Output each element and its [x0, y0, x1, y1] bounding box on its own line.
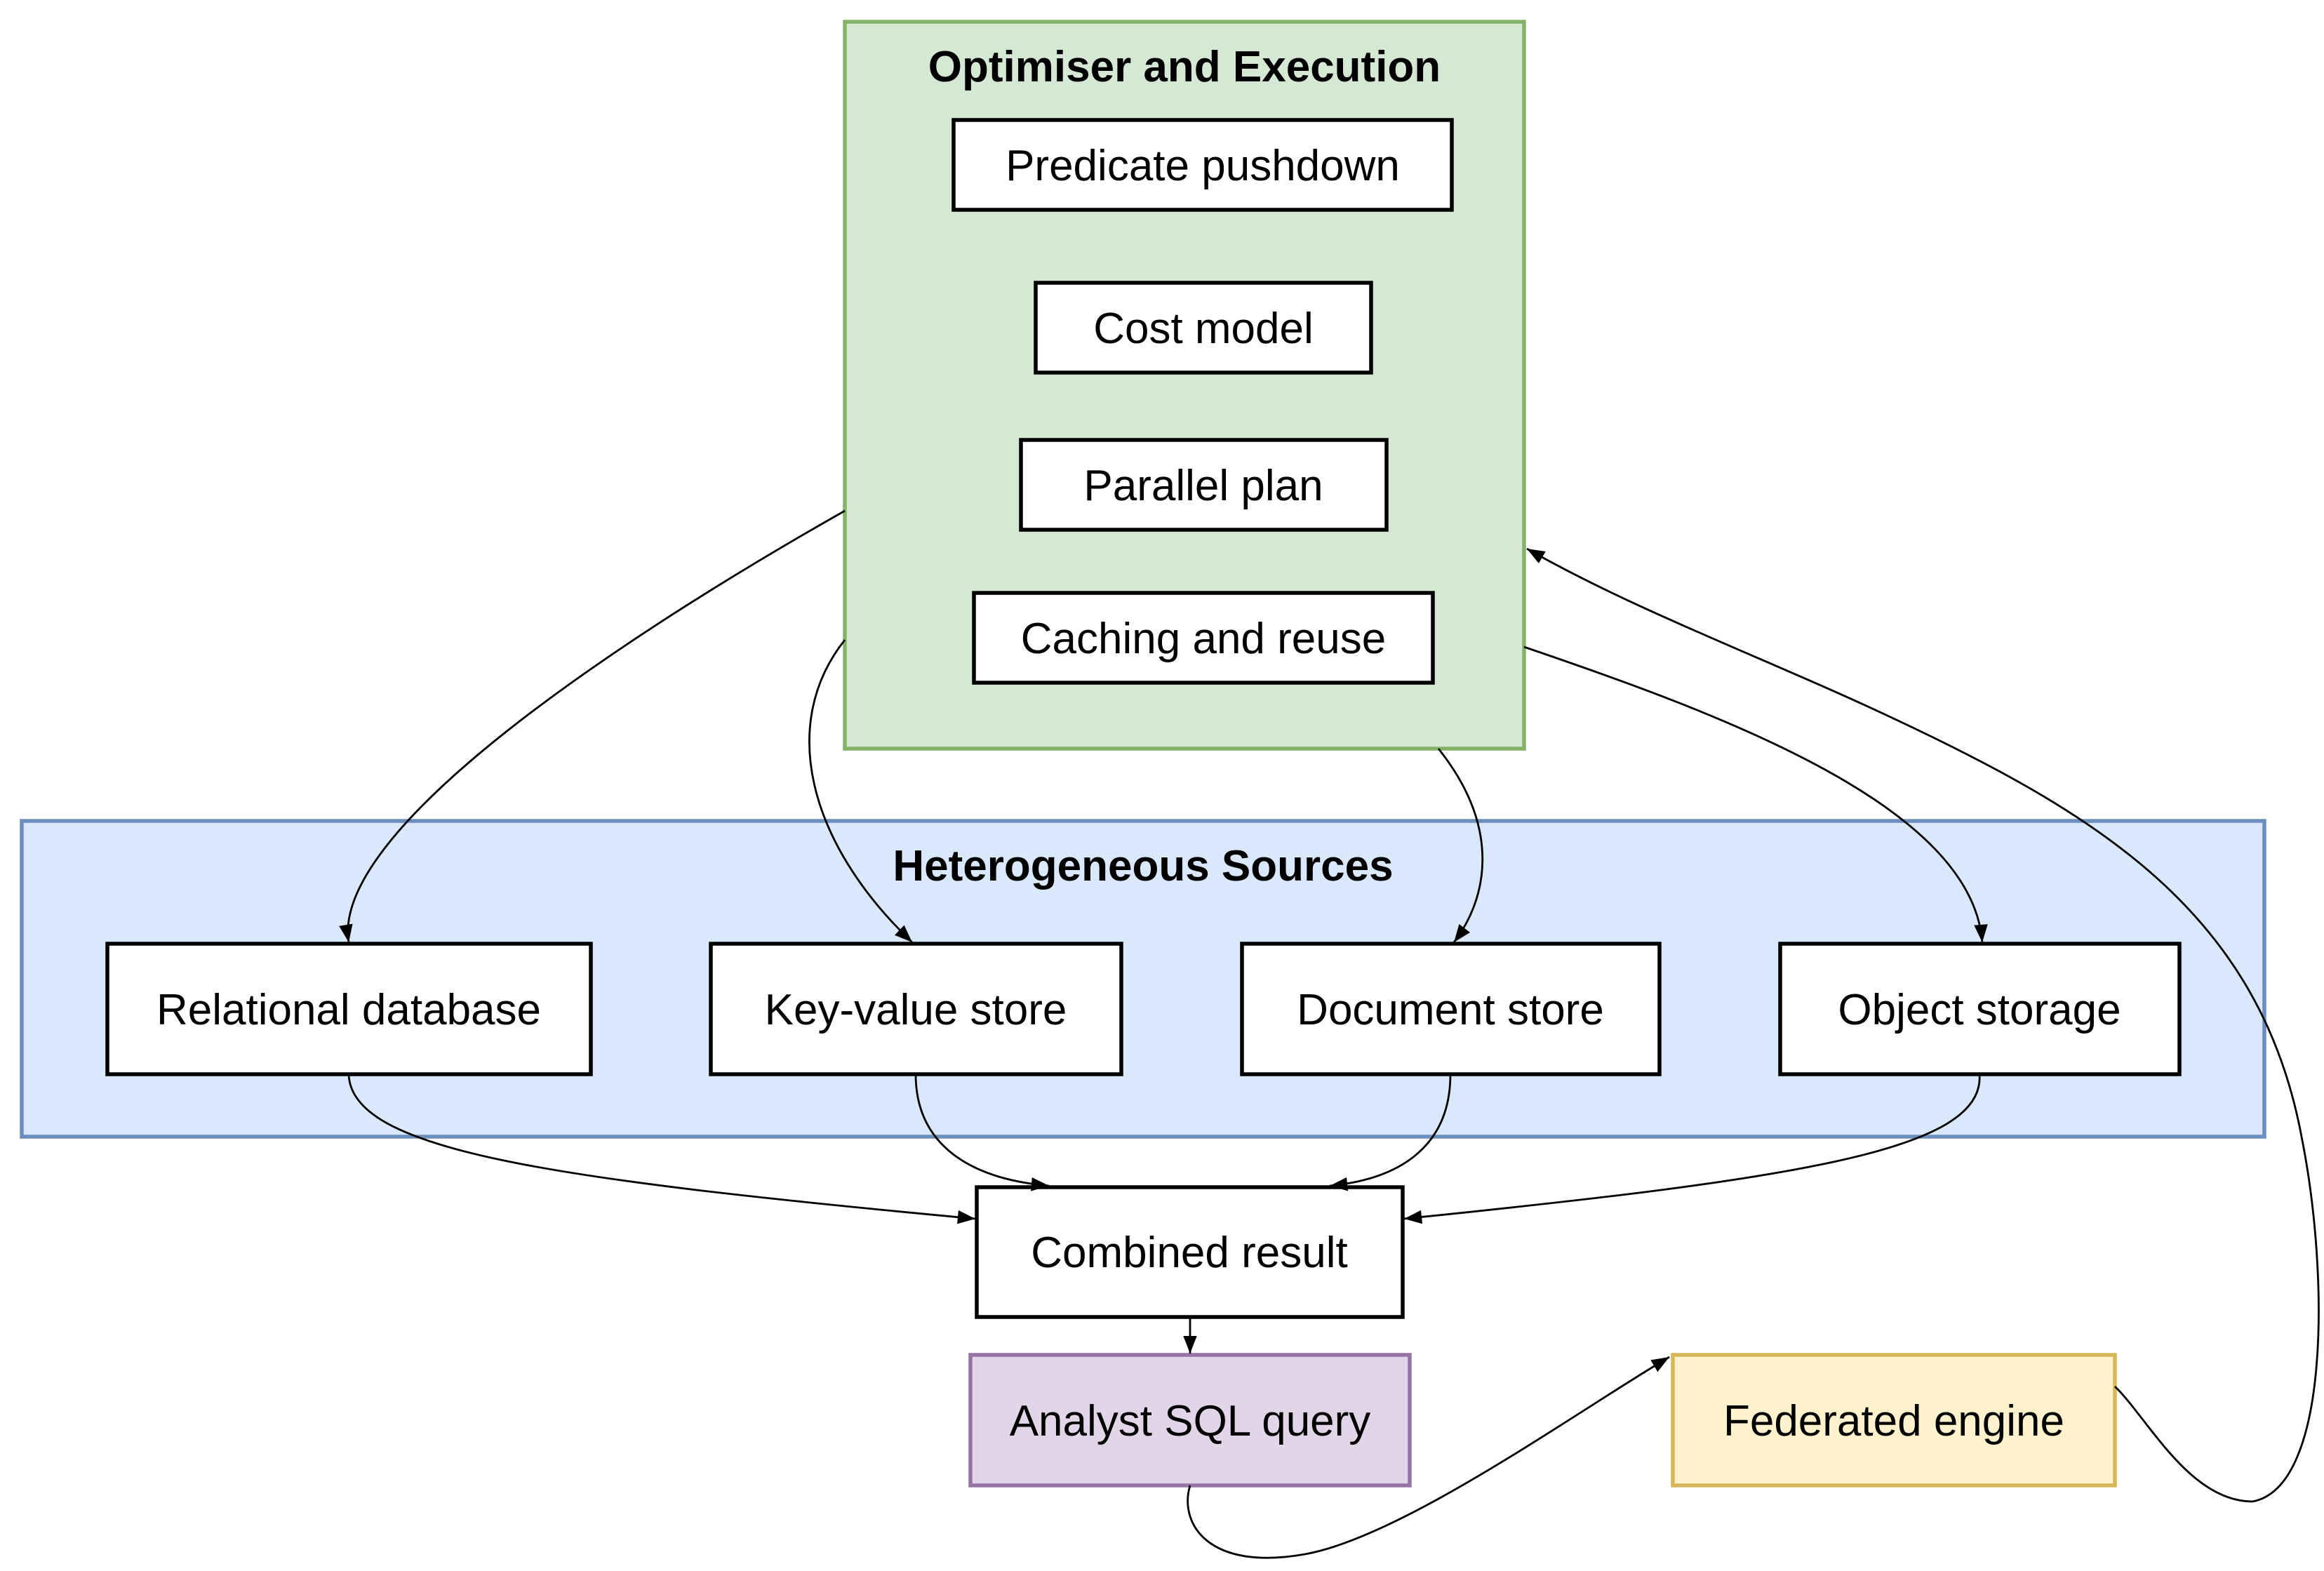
node-parallel-plan-label: Parallel plan	[1083, 462, 1323, 510]
node-combined-result-box	[975, 1185, 1405, 1319]
edge-federated-to-optimiser	[1526, 547, 2320, 1503]
node-analyst-sql-query-box	[968, 1353, 1412, 1488]
node-parallel-plan[interactable]: Parallel plan	[1019, 438, 1389, 532]
node-cost-model-box	[1034, 281, 1373, 375]
node-caching-and-reuse-box	[972, 591, 1435, 685]
node-object-storage[interactable]: Object storage	[1778, 942, 2182, 1076]
edge-optimiser-to-relational	[339, 509, 846, 943]
node-parallel-plan-box	[1019, 438, 1389, 532]
node-federated-engine-label: Federated engine	[1723, 1397, 2064, 1445]
edge-relational-to-combined	[347, 1074, 976, 1224]
node-cost-model[interactable]: Cost model	[1034, 281, 1373, 375]
node-object-storage-label: Object storage	[1838, 986, 2121, 1034]
edges	[339, 509, 2320, 1559]
node-analyst-sql-query-label: Analyst SQL query	[1010, 1397, 1371, 1445]
node-relational-database-box	[105, 942, 593, 1076]
node-document-store[interactable]: Document store	[1240, 942, 1662, 1076]
edge-analyst-to-federated	[1187, 1356, 1670, 1559]
edge-optimiser-to-document	[1437, 748, 1484, 943]
node-caching-and-reuse-label: Caching and reuse	[1021, 615, 1386, 663]
edge-document-to-combined	[1329, 1074, 1452, 1191]
node-key-value-store-box	[709, 942, 1123, 1076]
node-caching-and-reuse[interactable]: Caching and reuse	[972, 591, 1435, 685]
node-object-storage-box	[1778, 942, 2182, 1076]
node-relational-database-label: Relational database	[156, 986, 541, 1034]
node-predicate-pushdown-box	[951, 118, 1454, 212]
node-predicate-pushdown-label: Predicate pushdown	[1006, 142, 1400, 190]
node-combined-result[interactable]: Combined result	[975, 1185, 1405, 1319]
sources-group-title: Heterogeneous Sources	[893, 842, 1393, 890]
edge-optimiser-to-object	[1523, 646, 1988, 943]
node-document-store-label: Document store	[1297, 986, 1604, 1034]
edge-key-value-to-combined	[914, 1074, 1050, 1191]
node-relational-database[interactable]: Relational database	[105, 942, 593, 1076]
node-analyst-sql-query[interactable]: Analyst SQL query	[968, 1353, 1412, 1488]
node-key-value-store[interactable]: Key-value store	[709, 942, 1123, 1076]
node-cost-model-label: Cost model	[1093, 305, 1314, 353]
node-federated-engine-box	[1671, 1353, 2117, 1488]
node-predicate-pushdown[interactable]: Predicate pushdown	[951, 118, 1454, 212]
edge-optimiser-to-key-value	[808, 639, 913, 944]
node-federated-engine[interactable]: Federated engine	[1671, 1353, 2117, 1488]
edge-object-to-combined	[1403, 1074, 1981, 1224]
node-key-value-store-label: Key-value store	[765, 986, 1067, 1034]
node-combined-result-label: Combined result	[1031, 1229, 1347, 1277]
optimiser-group-title: Optimiser and Execution	[928, 43, 1441, 91]
